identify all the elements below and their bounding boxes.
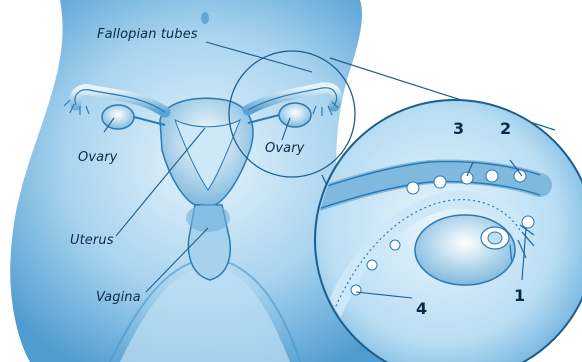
label-fallopian-tubes: Fallopian tubes	[97, 27, 198, 42]
stage-marker-4: 4	[416, 299, 427, 318]
stage-marker-3: 3	[453, 119, 464, 138]
stage-marker-1: 1	[514, 286, 525, 305]
stage-marker-2: 2	[500, 119, 511, 138]
left-ovary-shape	[102, 105, 134, 129]
label-uterus: Uterus	[70, 233, 114, 248]
right-ovary-shape	[279, 103, 311, 127]
label-ovary-right: Ovary	[265, 141, 304, 156]
label-vagina: Vagina	[96, 290, 141, 305]
label-ovary-left: Ovary	[78, 150, 117, 165]
